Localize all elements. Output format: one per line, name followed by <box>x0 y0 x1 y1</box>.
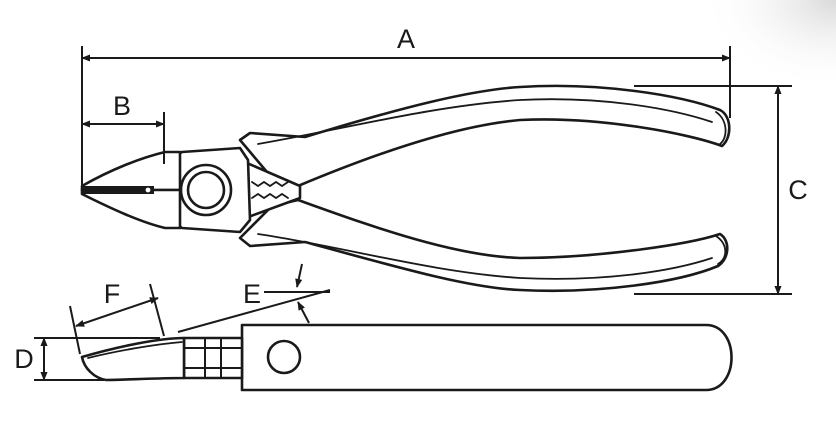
dim-f-label: F <box>104 279 121 309</box>
dim-c-label: C <box>788 175 808 205</box>
pliers-top-view <box>80 84 731 293</box>
dim-d-label: D <box>14 344 34 374</box>
cutting-jaw-lower <box>80 188 182 230</box>
dim-f-ext-left <box>69 305 81 355</box>
dim-e-label: E <box>243 279 261 309</box>
dim-b-label: B <box>113 91 131 121</box>
upper-handle-inner-line <box>257 98 713 145</box>
dim-e-arrow-bottom <box>297 301 310 324</box>
cutting-jaw-upper <box>80 150 182 192</box>
upper-handle <box>238 84 731 188</box>
side-handle <box>240 323 733 392</box>
dim-f-ext-right <box>149 283 165 337</box>
side-jaw <box>80 336 186 382</box>
dim-a-label: A <box>397 24 415 54</box>
lower-handle-end-cap <box>715 235 727 265</box>
dim-e-angle-ray <box>177 289 331 333</box>
corner-shade <box>700 0 836 90</box>
side-joint-box <box>182 336 244 380</box>
dimension-lines: A B C D F E <box>14 24 808 381</box>
side-handle-hole <box>266 339 302 375</box>
pivot-rivet-inner <box>186 170 226 210</box>
cutting-edge-dot <box>145 187 151 193</box>
side-jaw-edge-line <box>87 341 183 359</box>
upper-handle-end-cap <box>715 111 727 145</box>
lower-handle <box>238 198 729 293</box>
pliers-side-view <box>80 323 733 392</box>
neck-teeth <box>251 180 289 200</box>
dim-f-line <box>75 297 159 327</box>
lower-handle-inner-line <box>257 233 713 280</box>
cutting-edge <box>82 186 154 194</box>
dim-e-arrow-top <box>295 263 303 288</box>
